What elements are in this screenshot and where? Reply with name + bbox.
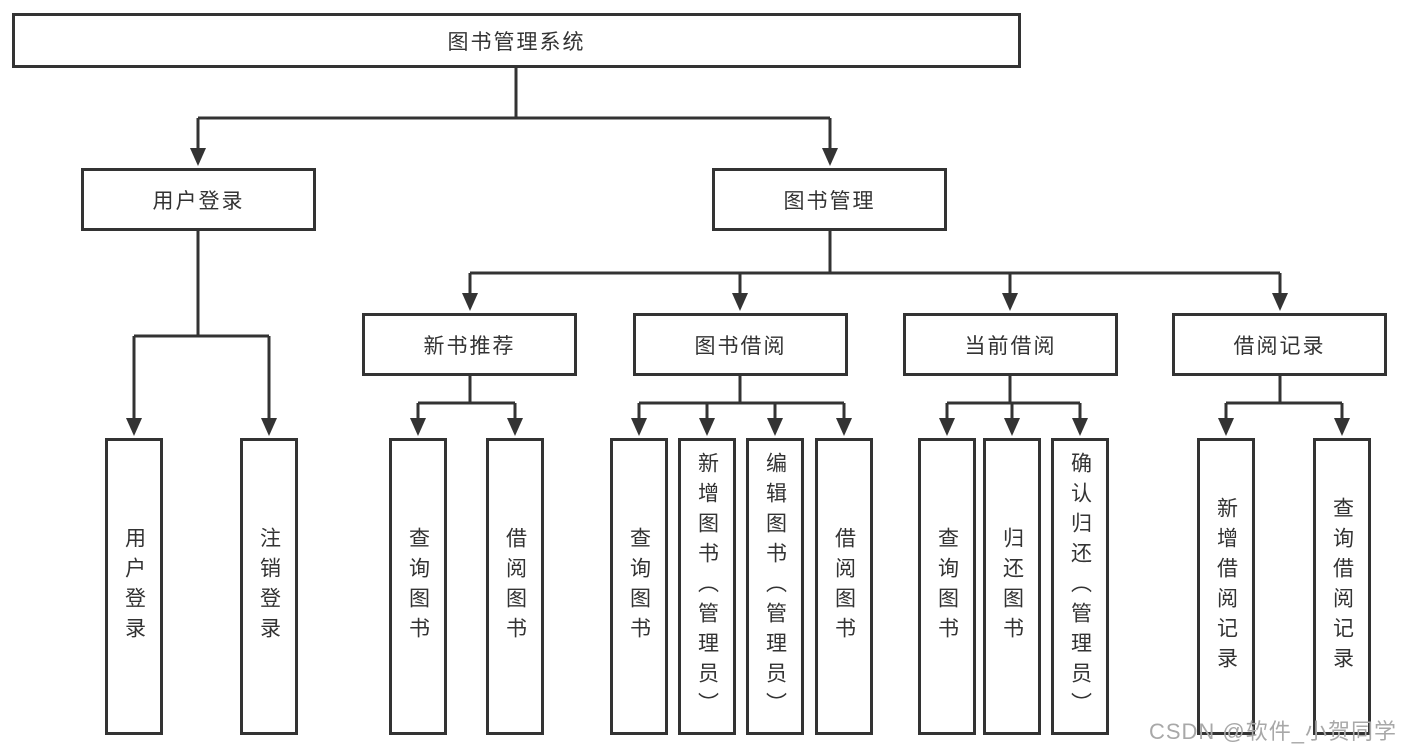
connector-user-login-to-leaves bbox=[126, 231, 277, 436]
node-label: 借阅记录 bbox=[1233, 334, 1326, 358]
leaf-label: 借阅图书 bbox=[503, 526, 527, 647]
node-label: 新书推荐 bbox=[423, 334, 516, 358]
leaf-label: 查询图书 bbox=[935, 526, 959, 647]
node-book-management: 图书管理 bbox=[712, 168, 947, 231]
leaf-label: 查询借阅记录 bbox=[1330, 496, 1354, 677]
leaf-return-book: 归还图书 bbox=[983, 438, 1041, 735]
leaf-add-book-admin: 新增图书（管理员） bbox=[678, 438, 736, 735]
node-label: 图书借阅 bbox=[694, 334, 787, 358]
node-label: 图书管理系统 bbox=[447, 30, 586, 54]
leaf-label: 注销登录 bbox=[257, 526, 281, 647]
leaf-label: 新增借阅记录 bbox=[1214, 496, 1238, 677]
connector-current-borrow-to-leaves bbox=[939, 376, 1088, 436]
node-user-login: 用户登录 bbox=[81, 168, 316, 231]
node-borrow-record: 借阅记录 bbox=[1172, 313, 1387, 376]
leaf-query-borrow-record: 查询借阅记录 bbox=[1313, 438, 1371, 735]
node-label: 图书管理 bbox=[783, 189, 876, 213]
leaf-label: 确认归还（管理员） bbox=[1068, 451, 1092, 722]
leaf-borrow-book-recommend: 借阅图书 bbox=[486, 438, 544, 735]
connector-new-book-recommend-to-leaves bbox=[410, 376, 523, 436]
leaf-label: 查询图书 bbox=[406, 526, 430, 647]
node-label: 用户登录 bbox=[152, 189, 245, 213]
leaf-user-login: 用户登录 bbox=[105, 438, 163, 735]
leaf-label: 借阅图书 bbox=[832, 526, 856, 647]
connector-borrow-record-to-leaves bbox=[1218, 376, 1350, 436]
leaf-label: 编辑图书（管理员） bbox=[763, 451, 787, 722]
leaf-label: 归还图书 bbox=[1000, 526, 1024, 647]
leaf-query-books-current: 查询图书 bbox=[918, 438, 976, 735]
connector-root-to-level2 bbox=[190, 68, 838, 166]
leaf-query-books-recommend: 查询图书 bbox=[389, 438, 447, 735]
leaf-edit-book-admin: 编辑图书（管理员） bbox=[746, 438, 804, 735]
node-current-borrow: 当前借阅 bbox=[903, 313, 1118, 376]
csdn-watermark: CSDN @软件_小贺同学 bbox=[1148, 719, 1397, 744]
node-book-borrow: 图书借阅 bbox=[633, 313, 848, 376]
leaf-label: 查询图书 bbox=[627, 526, 651, 647]
leaf-add-borrow-record: 新增借阅记录 bbox=[1197, 438, 1255, 735]
connector-book-borrow-to-leaves bbox=[631, 376, 852, 436]
leaf-borrow-book: 借阅图书 bbox=[815, 438, 873, 735]
node-new-book-recommend: 新书推荐 bbox=[362, 313, 577, 376]
node-root-library-system: 图书管理系统 bbox=[12, 13, 1021, 68]
leaf-label: 用户登录 bbox=[122, 526, 146, 647]
node-label: 当前借阅 bbox=[964, 334, 1057, 358]
connector-book-management-to-level3 bbox=[462, 231, 1288, 311]
leaf-confirm-return-admin: 确认归还（管理员） bbox=[1051, 438, 1109, 735]
leaf-logout: 注销登录 bbox=[240, 438, 298, 735]
leaf-label: 新增图书（管理员） bbox=[695, 451, 719, 722]
leaf-query-books-borrow: 查询图书 bbox=[610, 438, 668, 735]
